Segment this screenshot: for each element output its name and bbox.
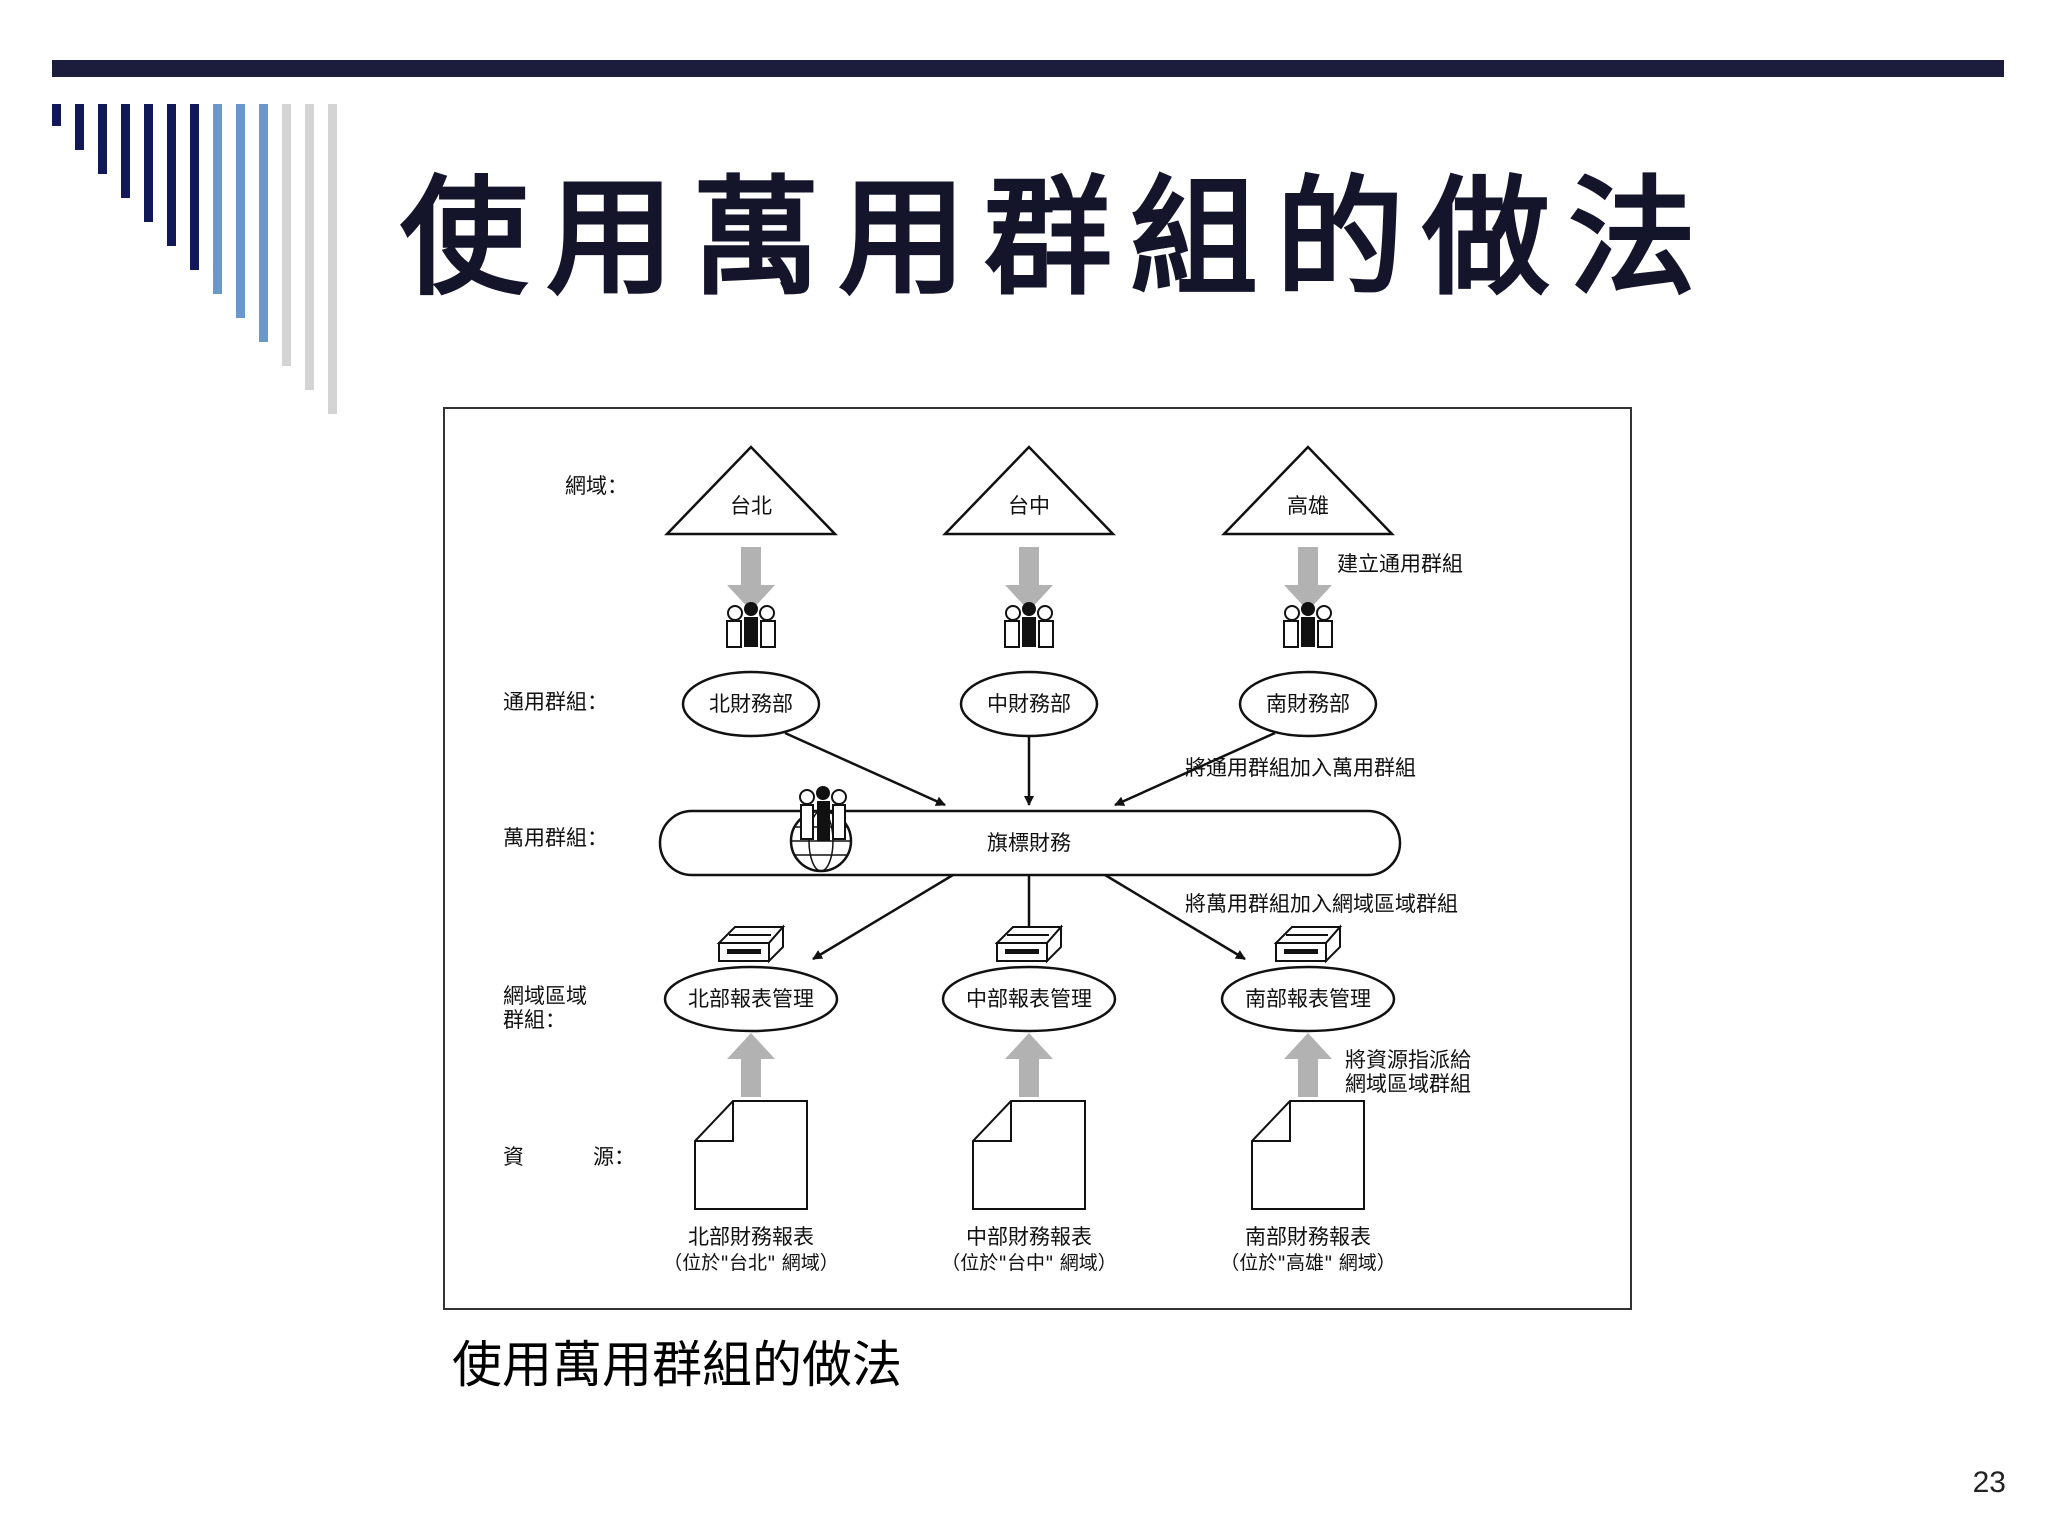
deco-bar <box>190 104 199 270</box>
domain-label: 高雄 <box>1287 494 1329 518</box>
block-arrow-down <box>1005 547 1053 611</box>
domain-triangle <box>1221 445 1395 536</box>
block-arrow-down <box>727 547 775 611</box>
row-label-resource-2: 源： <box>593 1145 635 1169</box>
printer-icon <box>994 924 1064 964</box>
universal-group-label: 旗標財務 <box>987 831 1071 855</box>
resource-name: 北部財務報表 <box>688 1225 814 1249</box>
deco-bar <box>213 104 222 294</box>
top-rule <box>52 60 2004 77</box>
resource-location: （位於"台中" 網域） <box>941 1252 1117 1274</box>
deco-bar <box>144 104 153 222</box>
domain-local-group-node <box>663 965 839 1033</box>
document-icon <box>694 1100 808 1210</box>
domain-label: 台北 <box>730 494 772 518</box>
global-group-label: 中財務部 <box>987 692 1071 716</box>
document-icon <box>972 1100 1086 1210</box>
deco-bar <box>121 104 130 198</box>
deco-bar <box>282 104 291 366</box>
deco-bar <box>167 104 176 246</box>
deco-bar <box>328 104 337 414</box>
resource-name: 中部財務報表 <box>966 1225 1092 1249</box>
printer-icon <box>1273 924 1343 964</box>
global-group-label: 北財務部 <box>709 692 793 716</box>
row-label-domain-local-1: 網域區域 <box>503 984 587 1008</box>
annotation-create-global: 建立通用群組 <box>1337 552 1463 576</box>
people-icon <box>726 602 776 648</box>
row-label-domain-local-2: 群組： <box>503 1008 566 1032</box>
people-icon <box>1004 602 1054 648</box>
domain-local-group-label: 北部報表管理 <box>688 987 814 1011</box>
row-label-universal-group: 萬用群組： <box>503 826 608 850</box>
row-label-resource-1: 資 <box>503 1145 524 1169</box>
row-label-domain: 網域： <box>565 474 628 498</box>
annotation-assign-1: 將資源指派給 <box>1345 1048 1471 1072</box>
figure-caption: 使用萬用群組的做法 <box>452 1336 902 1394</box>
printer-icon <box>716 924 786 964</box>
block-arrow-down <box>1284 547 1332 611</box>
deco-bar <box>305 104 314 390</box>
membership-arrow <box>784 731 946 807</box>
deco-bar <box>52 104 61 126</box>
block-arrow-up <box>727 1033 775 1097</box>
global-group-node <box>1238 670 1378 738</box>
domain-triangle <box>942 445 1116 536</box>
global-group-label: 南財務部 <box>1266 692 1350 716</box>
resource-location: （位於"台北" 網域） <box>663 1252 839 1274</box>
membership-arrow <box>812 873 954 961</box>
deco-bar <box>236 104 245 318</box>
domain-local-group-label: 中部報表管理 <box>966 987 1092 1011</box>
annotation-add-to-local: 將萬用群組加入網域區域群組 <box>1185 892 1458 916</box>
diagram-frame: 網域： 通用群組： 萬用群組： 網域區域 群組： 資 源： 台北 台中 高雄 建… <box>443 407 1632 1310</box>
domain-local-group-node <box>1220 965 1396 1033</box>
block-arrow-up <box>1284 1033 1332 1097</box>
domain-local-group-label: 南部報表管理 <box>1245 987 1371 1011</box>
global-group-node <box>959 670 1099 738</box>
document-icon <box>1251 1100 1365 1210</box>
resource-location: （位於"高雄" 網域） <box>1220 1252 1396 1274</box>
people-icon <box>1283 602 1333 648</box>
deco-bar <box>259 104 268 342</box>
membership-arrow <box>1104 873 1246 961</box>
globe-group-icon <box>789 786 853 873</box>
domain-triangle <box>664 445 838 536</box>
membership-arrow <box>1114 731 1276 807</box>
domain-label: 台中 <box>1008 494 1050 518</box>
resource-name: 南部財務報表 <box>1245 1225 1371 1249</box>
deco-bar <box>75 104 84 150</box>
domain-local-group-node <box>941 965 1117 1033</box>
universal-group-diagram: 網域： 通用群組： 萬用群組： 網域區域 群組： 資 源： 台北 台中 高雄 建… <box>503 445 1471 1274</box>
block-arrow-up <box>1005 1033 1053 1097</box>
slide-title: 使用萬用群組的做法 <box>400 164 1715 313</box>
row-label-global-group: 通用群組： <box>503 690 608 714</box>
global-group-node <box>681 670 821 738</box>
annotation-assign-2: 網域區域群組 <box>1345 1072 1471 1096</box>
page-number: 23 <box>1972 1466 2006 1499</box>
deco-bar <box>98 104 107 174</box>
decorative-bars <box>0 0 360 430</box>
annotation-add-to-universal: 將通用群組加入萬用群組 <box>1185 756 1416 780</box>
